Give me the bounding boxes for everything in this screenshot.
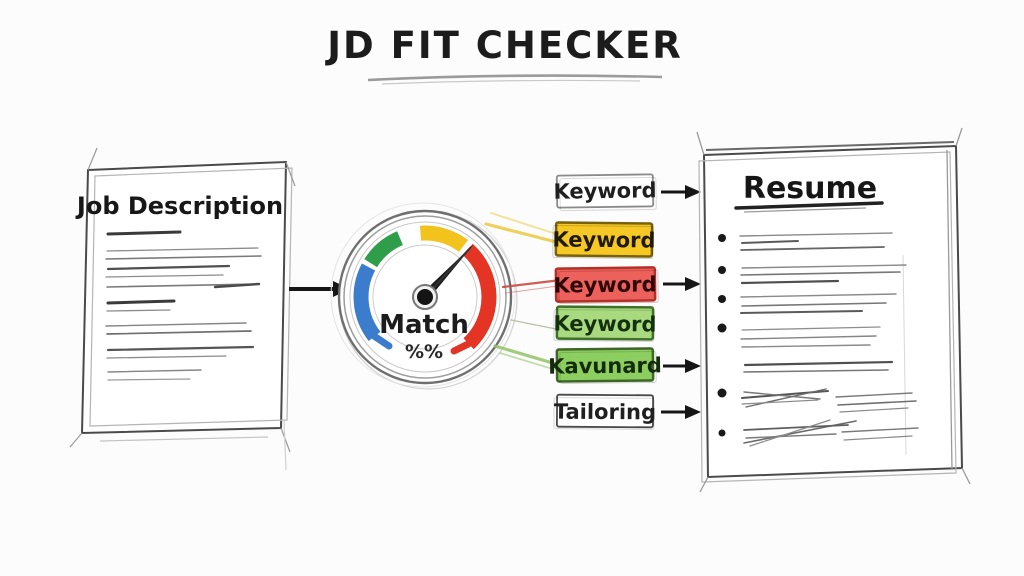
gauge-segment-red bbox=[462, 243, 497, 350]
connector-red bbox=[501, 278, 563, 289]
gauge-red-tail-hook bbox=[450, 340, 473, 355]
resume-document: Resume bbox=[696, 127, 971, 493]
gauge-unit: %% bbox=[405, 341, 443, 363]
job-description-document: Job Description bbox=[69, 147, 296, 471]
arrow-keyword4-to-resume bbox=[663, 359, 701, 373]
keyword-box-5: Tailoring bbox=[553, 393, 656, 430]
keyword-box-1: Keyword bbox=[552, 221, 656, 259]
keyword-box-3-label: Keyword bbox=[553, 312, 656, 337]
resume-title: Resume bbox=[743, 171, 877, 206]
keyword-box-1-label: Keyword bbox=[552, 227, 655, 252]
resume-content-lines bbox=[739, 232, 907, 373]
gauge-bezel-ring bbox=[349, 221, 501, 373]
gauge-hub bbox=[417, 289, 433, 305]
gauge-segment-green bbox=[364, 231, 404, 268]
title-underline bbox=[367, 74, 663, 82]
gauge-label: Match bbox=[379, 310, 469, 340]
jd-frame-overshoots bbox=[69, 147, 296, 471]
keyword-box-5-label: Tailoring bbox=[554, 400, 656, 425]
gauge-face-ring bbox=[372, 244, 478, 350]
box-to-resume-arrows bbox=[661, 185, 701, 419]
gauge-segment-blue bbox=[353, 263, 381, 342]
resume-frame-details bbox=[696, 127, 971, 493]
gauge-ring-echo-2 bbox=[330, 202, 516, 388]
keyword-box-0: Keyword bbox=[553, 173, 657, 212]
jd-title: Job Description bbox=[75, 192, 283, 220]
connector-green-echo bbox=[499, 352, 557, 371]
jd-frame-echo bbox=[89, 167, 293, 427]
title-block: JD FIT CHECKER bbox=[324, 24, 683, 85]
connector-yellow-echo bbox=[490, 212, 557, 235]
keyword-box-0-label: Keyword bbox=[553, 178, 656, 203]
resume-frame-echo bbox=[698, 151, 957, 483]
resume-scribbles bbox=[741, 388, 919, 447]
gauge-segment-yellow bbox=[419, 225, 469, 253]
keyword-box-2: Keyword bbox=[553, 266, 659, 305]
connector-red-echo bbox=[505, 285, 559, 294]
gauge-needle bbox=[412, 244, 474, 310]
jd-content-lines bbox=[105, 230, 262, 381]
connector-green bbox=[493, 344, 558, 366]
keyword-box-column: Keyword Keyword Keyword Keyword Kavunard bbox=[548, 173, 662, 430]
keyword-box-2-label: Keyword bbox=[553, 272, 656, 297]
arrow-keyword0-to-resume bbox=[661, 185, 701, 199]
arrow-tailoring-to-resume bbox=[661, 405, 701, 419]
keyword-box-3: Keyword bbox=[553, 305, 657, 342]
keyword-box-4-label: Kavunard bbox=[548, 353, 662, 378]
gauge-inner-ring bbox=[343, 215, 507, 379]
arrow-keyword2-to-resume bbox=[663, 277, 701, 291]
resume-bullets bbox=[717, 234, 727, 437]
page-title: JD FIT CHECKER bbox=[324, 24, 683, 67]
resume-title-underline bbox=[734, 201, 884, 210]
connector-yellow bbox=[484, 222, 558, 244]
keyword-box-4: Kavunard bbox=[548, 347, 662, 384]
resume-title-underline-echo bbox=[743, 207, 867, 213]
gauge-arc-segments bbox=[353, 225, 497, 355]
title-underline-echo bbox=[381, 79, 641, 85]
match-gauge: Match %% bbox=[330, 202, 518, 390]
gauge-blue-tail-hook bbox=[371, 332, 393, 350]
